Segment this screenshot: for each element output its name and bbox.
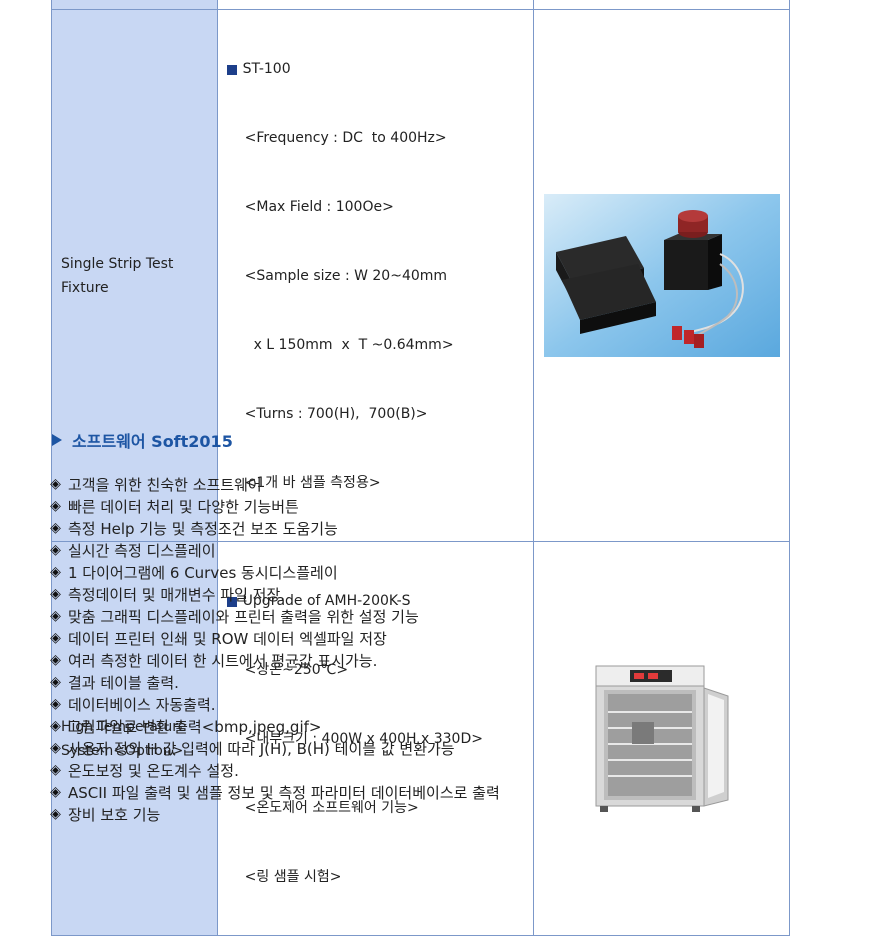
spec-line: <Turns : 700(H), 700(B)> xyxy=(244,406,428,422)
diamond-bullet-icon: ◈ xyxy=(50,476,61,492)
spec-line: <Max Field : 100Oe> xyxy=(244,199,394,215)
list-item: ◈온도보정 및 온도계수 설정. xyxy=(48,759,500,781)
list-item: ◈장비 보호 기능 xyxy=(48,803,500,825)
list-item: ◈데이터 프린터 인쇄 및 ROW 데이터 엑셀파일 저장 xyxy=(48,627,500,649)
table-row: Single Strip Test Fixture ST-100 <Freque… xyxy=(51,9,790,542)
oven-photo xyxy=(581,661,742,816)
test-fixture-photo xyxy=(543,194,780,357)
spec-line: <Frequency : DC to 400Hz> xyxy=(244,130,447,146)
list-item: ◈고객을 위한 친숙한 소프트웨어 xyxy=(48,473,500,495)
list-item: ◈결과 테이블 출력. xyxy=(48,671,500,693)
equipment-title: Upgrade of AMH-200K-S xyxy=(242,593,411,609)
diamond-bullet-icon: ◈ xyxy=(50,630,61,646)
list-item: ◈데이터베이스 자동출력. xyxy=(48,693,500,715)
spec-line: <1개 바 샘플 측정용> xyxy=(244,475,381,491)
triangle-bullet-icon xyxy=(52,434,62,446)
equipment-title: ST-100 xyxy=(242,61,291,77)
list-item: ◈그림파일로 변환 출력<bmp,jpeg,gif> xyxy=(48,715,500,737)
list-item: ◈실시간 측정 디스플레이 xyxy=(48,539,500,561)
equipment-specs: ST-100 <Frequency : DC to 400Hz> <Max Fi… xyxy=(216,9,535,542)
diamond-bullet-icon: ◈ xyxy=(50,718,61,734)
diamond-bullet-icon: ◈ xyxy=(50,498,61,514)
diamond-bullet-icon: ◈ xyxy=(50,806,61,822)
spec-line: <Sample size : W 20~40mm xyxy=(244,268,448,284)
list-item: ◈사용자 정의 H 값 입력에 따라 J(H), B(H) 테이블 값 변환가능 xyxy=(48,737,500,759)
list-item: ◈여러 측정한 데이터 한 시트에서 평균값 표시가능. xyxy=(48,649,500,671)
diamond-bullet-icon: ◈ xyxy=(50,608,61,624)
spec-line: <온도제어 소프트웨어 기능> xyxy=(244,800,419,816)
list-item: ◈빠른 데이터 처리 및 다양한 기능버튼 xyxy=(48,495,500,517)
spec-line: <상온~250℃> xyxy=(244,662,349,678)
list-item: ◈ASCII 파일 출력 및 샘플 정보 및 측정 파라미터 데이터베이스로 출… xyxy=(48,781,500,803)
diamond-bullet-icon: ◈ xyxy=(50,652,61,668)
spec-line: x L 150mm x T ~0.64mm> xyxy=(244,337,454,353)
diamond-bullet-icon: ◈ xyxy=(50,740,61,756)
section-title: 소프트웨어 Soft2015 xyxy=(52,428,233,452)
list-item: ◈측정데이터 및 매개변수 파일 저장. xyxy=(48,583,500,605)
diamond-bullet-icon: ◈ xyxy=(50,542,61,558)
square-bullet-icon xyxy=(226,596,237,607)
diamond-bullet-icon: ◈ xyxy=(50,696,61,712)
diamond-bullet-icon: ◈ xyxy=(50,762,61,778)
feature-list: ◈고객을 위한 친숙한 소프트웨어 ◈빠른 데이터 처리 및 다양한 기능버튼 … xyxy=(48,473,500,825)
diamond-bullet-icon: ◈ xyxy=(50,564,61,580)
table-row xyxy=(51,0,790,10)
diamond-bullet-icon: ◈ xyxy=(50,586,61,602)
square-bullet-icon xyxy=(226,64,237,75)
equipment-name: Single Strip Test Fixture xyxy=(51,9,218,542)
spec-line: <내부크기 : 400W x 400H x 330D> xyxy=(244,731,483,747)
list-item: ◈1 다이어그램에 6 Curves 동시디스플레이 xyxy=(48,561,500,583)
spec-line: <링 샘플 시험> xyxy=(244,869,342,885)
diamond-bullet-icon: ◈ xyxy=(50,674,61,690)
list-item: ◈측정 Help 기능 및 측정조건 보조 도움기능 xyxy=(48,517,500,539)
diamond-bullet-icon: ◈ xyxy=(50,784,61,800)
diamond-bullet-icon: ◈ xyxy=(50,520,61,536)
list-item: ◈맞춤 그래픽 디스플레이와 프린터 출력을 위한 설정 기능 xyxy=(48,605,500,627)
